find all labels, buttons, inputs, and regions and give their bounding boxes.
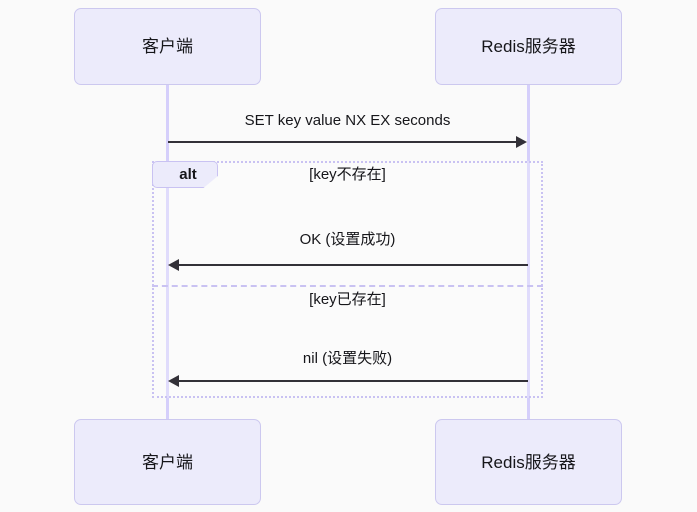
arrowhead-left-icon-1 <box>168 259 179 271</box>
message-label-1: OK (设置成功) <box>299 231 396 248</box>
lifeline-redis <box>527 85 530 419</box>
alt-fragment-divider <box>152 285 543 287</box>
actor-label-client-top: 客户端 <box>142 37 193 56</box>
actor-box-client-bottom: 客户端 <box>74 419 261 505</box>
alt-condition-label-0: [key不存在] <box>309 166 386 183</box>
arrowhead-left-icon-2 <box>168 375 179 387</box>
message-line-1 <box>179 264 528 266</box>
message-label-0: SET key value NX EX seconds <box>244 112 451 129</box>
message-label-2: nil (设置失败) <box>302 350 393 367</box>
alt-fragment-tab <box>152 161 218 188</box>
alt-condition-label-1: [key已存在] <box>309 291 386 308</box>
actor-label-redis-bottom: Redis服务器 <box>481 452 576 472</box>
message-line-0 <box>168 141 516 143</box>
actor-box-redis-top: Redis服务器 <box>435 8 622 85</box>
arrowhead-right-icon-0 <box>516 136 527 148</box>
actor-label-client-bottom: 客户端 <box>142 452 193 472</box>
actor-box-redis-bottom: Redis服务器 <box>435 419 622 505</box>
alt-fragment-keyword: alt <box>179 166 197 183</box>
message-line-2 <box>179 380 528 382</box>
lifeline-client <box>166 85 169 419</box>
actor-box-client-top: 客户端 <box>74 8 261 85</box>
alt-fragment-frame <box>152 161 543 398</box>
actor-label-redis-top: Redis服务器 <box>481 37 576 56</box>
